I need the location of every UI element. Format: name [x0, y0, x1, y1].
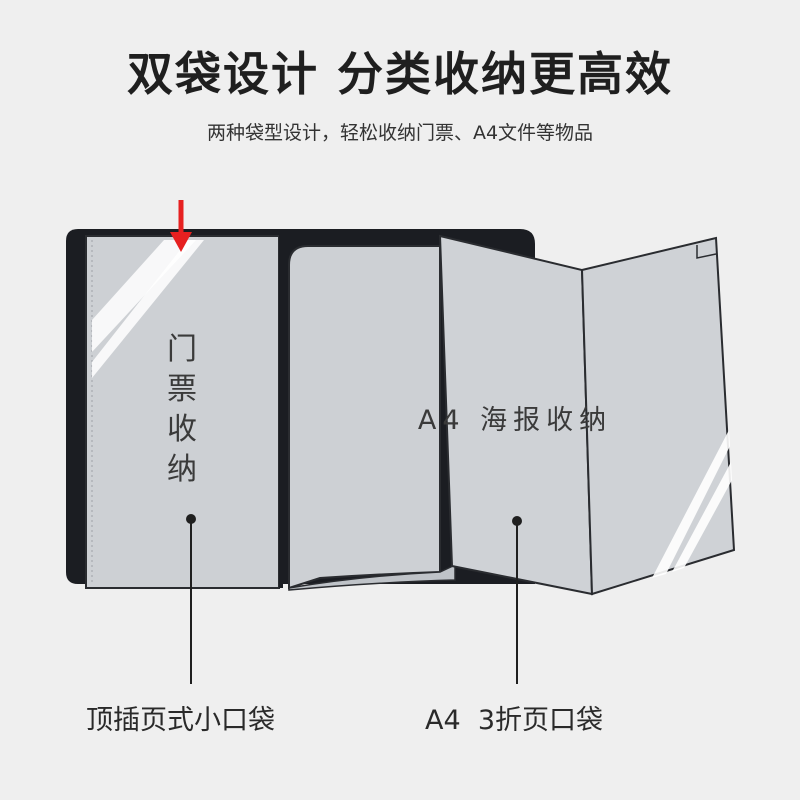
a4-pocket-label: A4 海报收纳: [417, 405, 613, 436]
caption-a4-trifold-pocket: A4 3折页口袋: [425, 705, 603, 736]
insert-arrow-icon: [170, 200, 192, 252]
ticket-pocket-label: 门票收纳: [167, 332, 197, 487]
page-subtitle: 两种袋型设计，轻松收纳门票、A4文件等物品: [206, 122, 594, 144]
caption-top-insert-pocket: 顶插页式小口袋: [86, 705, 275, 736]
page-title: 双袋设计 分类收纳更高效: [126, 47, 673, 101]
